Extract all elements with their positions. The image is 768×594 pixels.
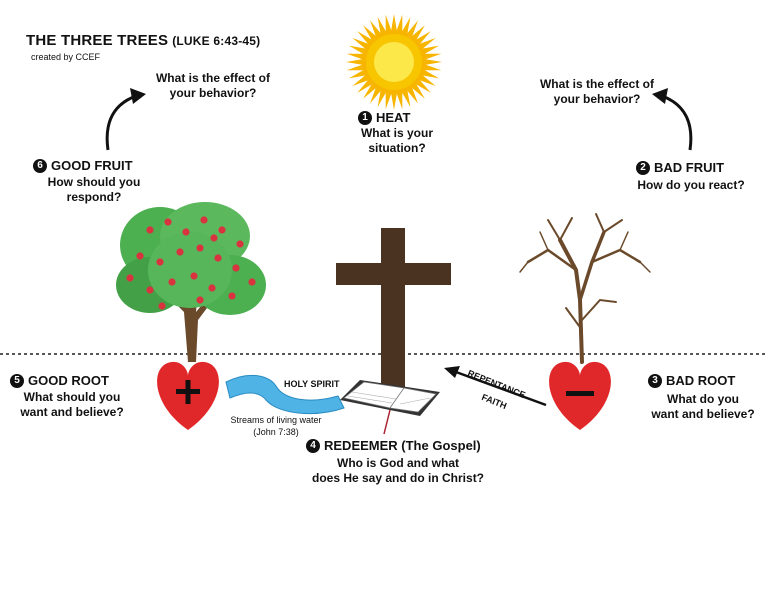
arrow-right-curve-icon [652, 88, 693, 151]
good-tree-icon [116, 202, 266, 362]
step-number-badge: 1 [358, 110, 372, 125]
step-bad-root-heading: 3 BAD ROOT [648, 373, 735, 388]
step-heading-label: REDEEMER (The Gospel) [324, 438, 481, 453]
question-line: want and believe? [651, 407, 755, 421]
question-line: respond? [66, 190, 122, 204]
step-good-root-question: What should you want and believe? [2, 390, 142, 420]
step-number-badge: 5 [10, 373, 24, 388]
question-line: want and believe? [20, 405, 124, 419]
step-heat-heading: 1 HEAT [358, 110, 410, 125]
step-redeemer: 4 REDEEMER (The Gospel) [306, 438, 481, 453]
credit-text: created by CCEF [31, 52, 101, 62]
title-text: THE THREE TREES [26, 32, 169, 49]
step-good-fruit: 6 GOOD FRUIT [33, 158, 133, 173]
step-number-badge: 2 [636, 160, 650, 175]
arrow-left-curve-icon [105, 88, 146, 151]
step-heading-label: HEAT [376, 110, 411, 125]
step-bad-fruit: 2 BAD FRUIT [636, 160, 724, 175]
reference-text: (LUKE 6:43-45) [172, 34, 261, 48]
question-line: does He say and do in Christ? [311, 471, 485, 485]
step-number-badge: 6 [33, 158, 47, 173]
cross-icon [336, 228, 451, 388]
streams-line: Streams of living water [230, 415, 322, 425]
step-heading-label: BAD ROOT [666, 373, 736, 388]
water-stream-icon [225, 374, 345, 415]
streams-line: (John 7:38) [253, 427, 299, 437]
step-bad-fruit-question: How do you react? [624, 178, 758, 193]
step-good-root: 5 GOOD ROOT [10, 373, 109, 388]
step-good-root-heading: 5 GOOD ROOT [10, 373, 109, 388]
streams-label: Streams of living water (John 7:38) [214, 414, 338, 438]
question-line: What is the effect of [539, 77, 654, 91]
step-bad-fruit-heading: 2 BAD FRUIT [636, 160, 724, 175]
question-line: your behavior? [169, 86, 257, 100]
page-title: THE THREE TREES(LUKE 6:43-45) [26, 32, 260, 49]
question-line: Who is God and what [337, 456, 459, 470]
step-good-fruit-question: How should you respond? [32, 175, 156, 205]
effect-left-question: What is the effect of your behavior? [140, 71, 286, 101]
step-bad-root-question: What do you want and believe? [640, 392, 766, 422]
question-line: your behavior? [553, 92, 641, 106]
step-heat-question: What is your situation? [350, 126, 444, 156]
step-good-fruit-heading: 6 GOOD FRUIT [33, 158, 133, 173]
question-line: What is the effect of [155, 71, 270, 85]
step-number-badge: 3 [648, 373, 662, 388]
bad-heart-icon [549, 361, 611, 430]
step-bad-root: 3 BAD ROOT [648, 373, 735, 388]
question-line: How do you react? [637, 178, 745, 192]
step-number-badge: 4 [306, 438, 320, 453]
step-redeemer-question: Who is God and what does He say and do i… [290, 456, 506, 486]
step-heading-label: BAD FRUIT [654, 160, 725, 175]
effect-right-question: What is the effect of your behavior? [524, 77, 670, 107]
holy-spirit-label: HOLY SPIRIT [284, 379, 340, 389]
repentance-arrow-icon [444, 366, 547, 407]
step-heat: 1 HEAT [358, 110, 410, 125]
bible-icon [340, 380, 440, 435]
question-line: How should you [47, 175, 141, 189]
question-line: situation? [368, 141, 426, 155]
good-heart-icon [157, 361, 219, 430]
step-heading-label: GOOD ROOT [28, 373, 109, 388]
question-line: What should you [23, 390, 121, 404]
sun-icon [346, 14, 442, 110]
question-line: What is your [360, 126, 433, 140]
question-line: What do you [667, 392, 739, 406]
step-heading-label: GOOD FRUIT [51, 158, 133, 173]
bad-tree-icon [519, 213, 651, 364]
step-redeemer-heading: 4 REDEEMER (The Gospel) [306, 438, 481, 453]
